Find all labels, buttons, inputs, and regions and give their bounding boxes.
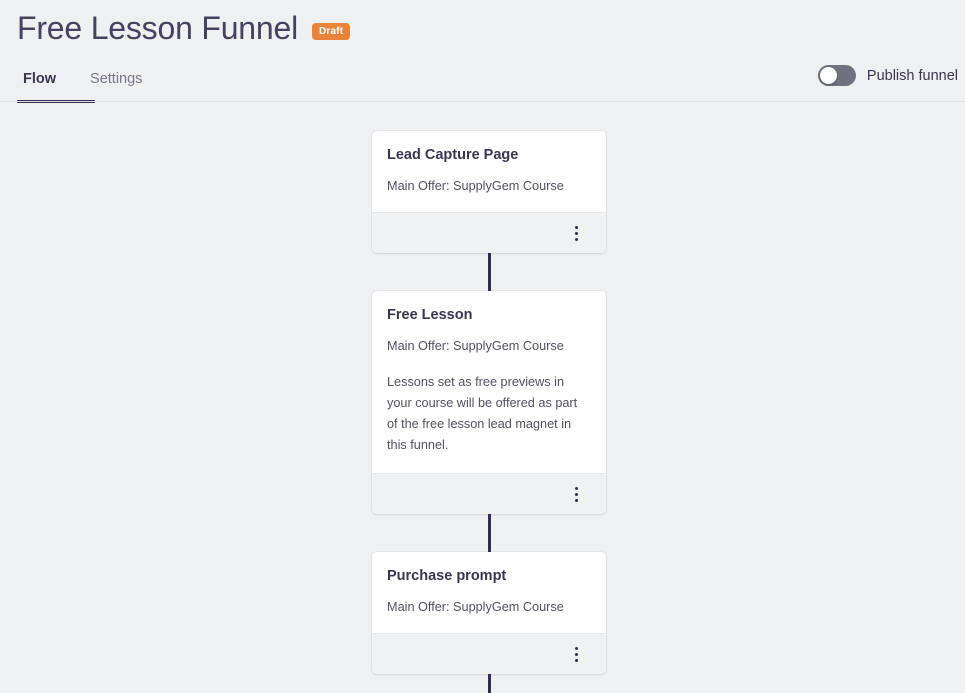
kebab-dot <box>574 652 578 656</box>
toggle-off-icon <box>819 67 837 84</box>
kebab-dot <box>574 231 578 235</box>
node-title: Lead Capture Page <box>387 147 519 163</box>
tab-flow[interactable]: Flow <box>23 70 57 87</box>
flow-connector <box>487 514 491 552</box>
funnel-node-purchase-prompt[interactable]: Purchase prompt Main Offer: SupplyGem Co… <box>372 552 606 674</box>
publish-funnel-label: Publish funnel <box>866 67 958 84</box>
tab-bar-divider <box>0 101 965 102</box>
page-header: Free Lesson Funnel Draft <box>0 0 965 48</box>
kebab-dot <box>574 498 578 502</box>
kebab-menu-icon[interactable] <box>568 483 584 505</box>
tab-list: Flow Settings <box>0 57 965 100</box>
kebab-menu-icon[interactable] <box>568 222 584 244</box>
funnel-flow: Lead Capture Page Main Offer: SupplyGem … <box>372 131 606 693</box>
node-footer <box>372 633 606 674</box>
kebab-dot <box>574 658 578 662</box>
flow-connector <box>487 674 491 693</box>
page-title: Free Lesson Funnel <box>17 10 299 46</box>
funnel-node-free-lesson[interactable]: Free Lesson Main Offer: SupplyGem Course… <box>372 291 606 514</box>
kebab-menu-icon[interactable] <box>568 643 584 665</box>
node-title: Purchase prompt <box>387 568 507 584</box>
status-badge: Draft <box>312 22 351 40</box>
kebab-dot <box>574 225 578 229</box>
node-footer <box>372 212 606 253</box>
funnel-node-lead-capture-page[interactable]: Lead Capture Page Main Offer: SupplyGem … <box>372 131 606 253</box>
kebab-dot <box>574 237 578 241</box>
funnel-canvas: Lead Capture Page Main Offer: SupplyGem … <box>0 103 965 693</box>
publish-funnel-toggle[interactable] <box>817 65 856 86</box>
kebab-dot <box>574 486 578 490</box>
node-body: Purchase prompt Main Offer: SupplyGem Co… <box>372 552 606 633</box>
kebab-dot <box>574 492 578 496</box>
node-footer <box>372 473 606 514</box>
node-body: Free Lesson Main Offer: SupplyGem Course… <box>372 291 606 473</box>
node-body: Lead Capture Page Main Offer: SupplyGem … <box>372 131 606 212</box>
node-subtitle: Main Offer: SupplyGem Course <box>387 339 564 353</box>
flow-connector <box>487 253 491 291</box>
node-description: Lessons set as free previews in your cou… <box>387 375 578 452</box>
node-subtitle: Main Offer: SupplyGem Course <box>387 179 564 193</box>
kebab-dot <box>574 646 578 650</box>
node-title: Free Lesson <box>387 307 473 323</box>
publish-funnel-control: Publish funnel <box>817 65 958 86</box>
tab-settings[interactable]: Settings <box>90 70 143 87</box>
node-subtitle: Main Offer: SupplyGem Course <box>387 600 564 614</box>
tab-bar: Flow Settings Publish funnel <box>0 57 965 103</box>
